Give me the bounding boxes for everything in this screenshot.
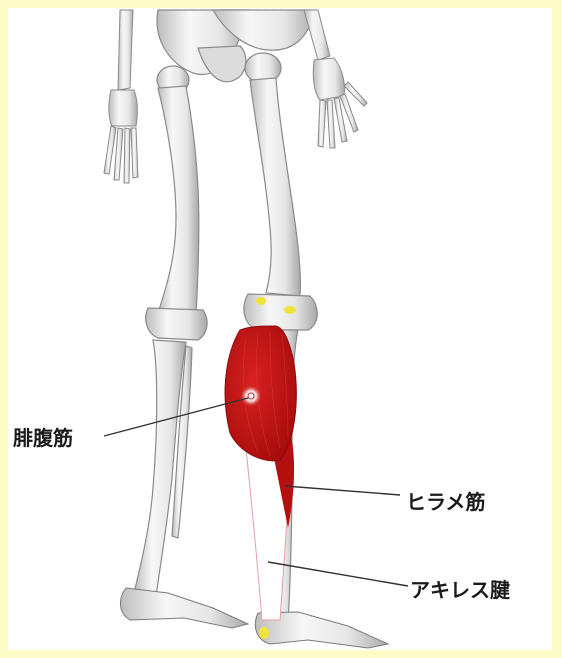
label-achilles: アキレス腱 <box>410 580 510 600</box>
diagram-canvas: 腓腹筋 ヒラメ筋 アキレス腱 <box>8 8 552 650</box>
femurs <box>146 78 318 340</box>
label-soleus: ヒラメ筋 <box>406 492 485 512</box>
left-hand <box>104 10 138 183</box>
feet <box>120 588 388 648</box>
right-hand <box>304 10 367 148</box>
gastrocnemius-marker-center <box>248 393 254 399</box>
pelvis <box>157 10 316 94</box>
soleus-leader-line <box>285 486 400 495</box>
anatomy-illustration <box>8 8 552 650</box>
label-gastrocnemius: 腓腹筋 <box>13 428 73 448</box>
